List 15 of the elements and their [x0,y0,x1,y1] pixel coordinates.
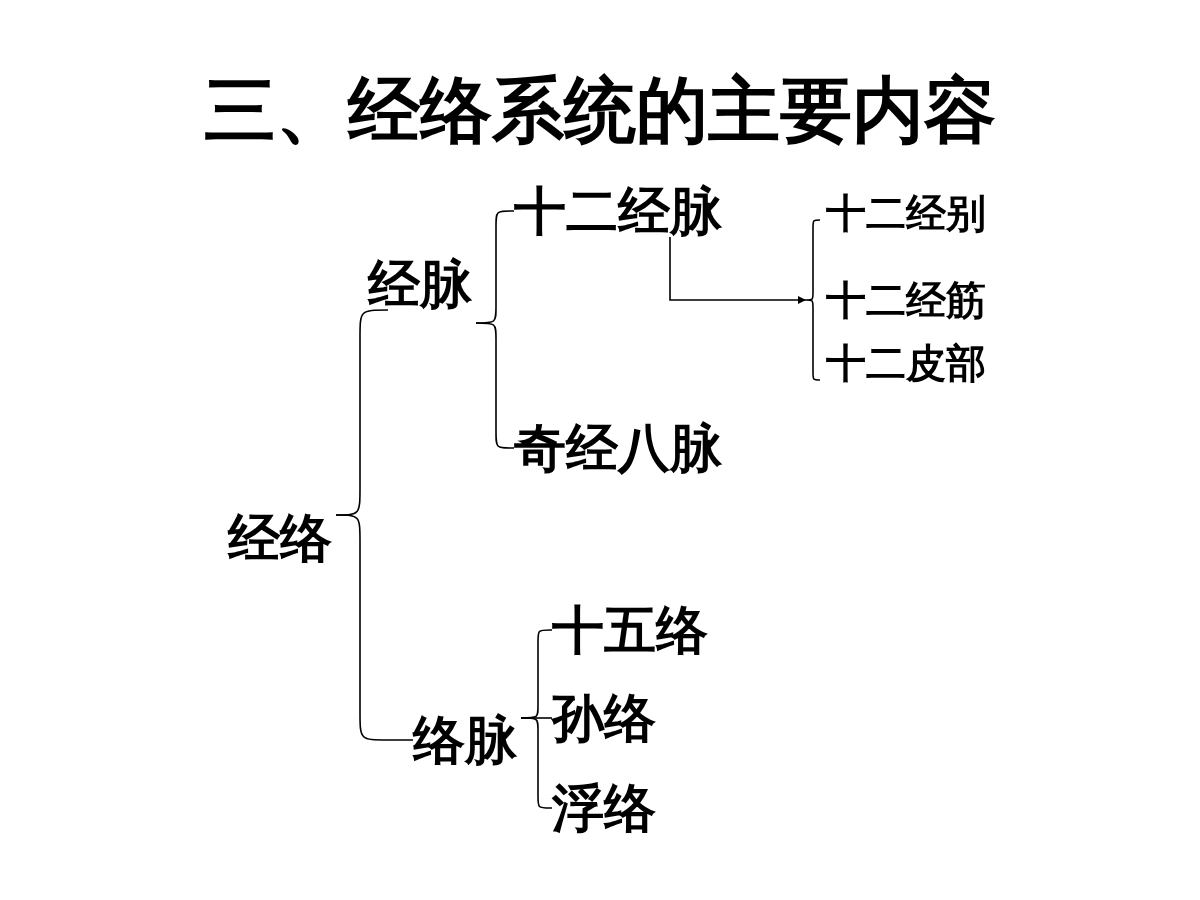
term-label: 十五络 [552,604,708,656]
term-label: 十二皮部 [826,343,986,383]
term-label: 经络 [228,512,332,564]
term-label: 浮络 [552,782,656,834]
term-label: 十二经脉 [514,185,722,237]
term-label: 孙络 [552,692,656,744]
term-label: 经脉 [368,258,472,310]
term-label: 十二经筋 [826,280,986,320]
brace-connector [335,514,414,741]
term-label: 奇经八脉 [514,422,722,474]
term-label: 十二经别 [826,193,986,233]
arrow [669,236,807,304]
brace-connector [475,322,515,449]
diagram-title: 三、经络系统的主要内容 [204,74,996,146]
term-label: 络脉 [413,714,517,766]
